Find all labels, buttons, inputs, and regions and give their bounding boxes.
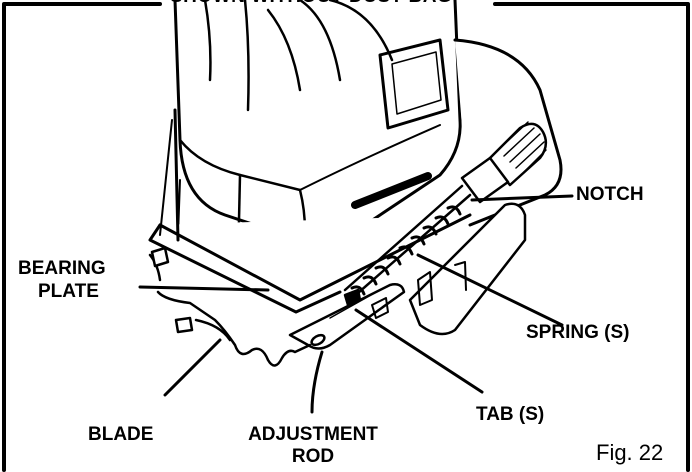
blade-leader xyxy=(163,338,222,397)
figure-number: Fig. 22 xyxy=(596,440,664,465)
label-tab: TAB (S) xyxy=(476,404,545,425)
label-bearing-plate-line2: PLATE xyxy=(38,281,99,302)
label-bearing-plate-line1: BEARING xyxy=(18,258,106,279)
leader-lines xyxy=(138,194,574,414)
label-adjustment-rod-line1: ADJUSTMENT xyxy=(248,424,378,445)
label-spring: SPRING (S) xyxy=(526,322,630,343)
tab-leader xyxy=(354,308,484,394)
label-notch: NOTCH xyxy=(576,184,644,205)
saw-blade xyxy=(148,246,312,367)
adjustment-rod-drawing xyxy=(288,283,406,350)
adjustment-rod-leader xyxy=(310,350,324,414)
bearing-plate-leader xyxy=(138,285,270,292)
label-adjustment-rod-line2: ROD xyxy=(291,446,335,467)
label-blade: BLADE xyxy=(88,424,154,445)
figure-header: SHOWN WITHOUT DUST BAG xyxy=(170,0,452,8)
spring-assembly xyxy=(343,121,548,336)
notch-leader xyxy=(470,194,574,202)
spring-leader xyxy=(416,253,564,327)
